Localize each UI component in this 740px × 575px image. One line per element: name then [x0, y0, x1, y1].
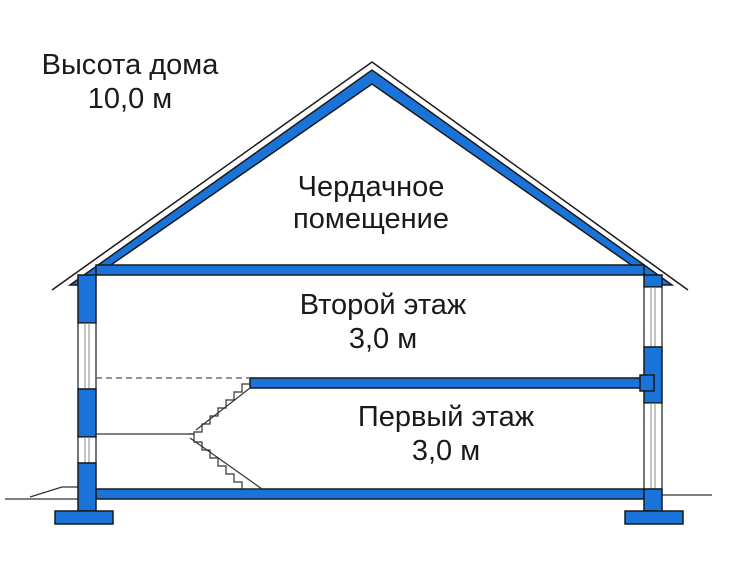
first-floor-height: 3,0 м — [411, 435, 481, 467]
house-height-value: 10,0 м — [87, 83, 173, 115]
right-foundation — [624, 510, 684, 525]
attic-floor-slab — [95, 264, 645, 276]
ground-floor-slab — [95, 488, 645, 500]
staircase — [188, 383, 263, 490]
attic-label-line1: Чердачное — [297, 171, 445, 203]
attic-label-line2: помещение — [293, 203, 449, 235]
left-foundation — [54, 510, 114, 525]
second-floor-slab-end — [639, 374, 655, 392]
first-floor-name: Первый этаж — [357, 401, 535, 433]
right-wall — [643, 274, 663, 512]
left-wall — [77, 274, 97, 512]
roof-outline — [51, 61, 689, 291]
house-height-caption: Высота дома — [41, 49, 219, 81]
second-floor-name: Второй этаж — [299, 289, 467, 321]
second-floor-height: 3,0 м — [348, 323, 418, 355]
second-floor-slab — [249, 377, 651, 389]
